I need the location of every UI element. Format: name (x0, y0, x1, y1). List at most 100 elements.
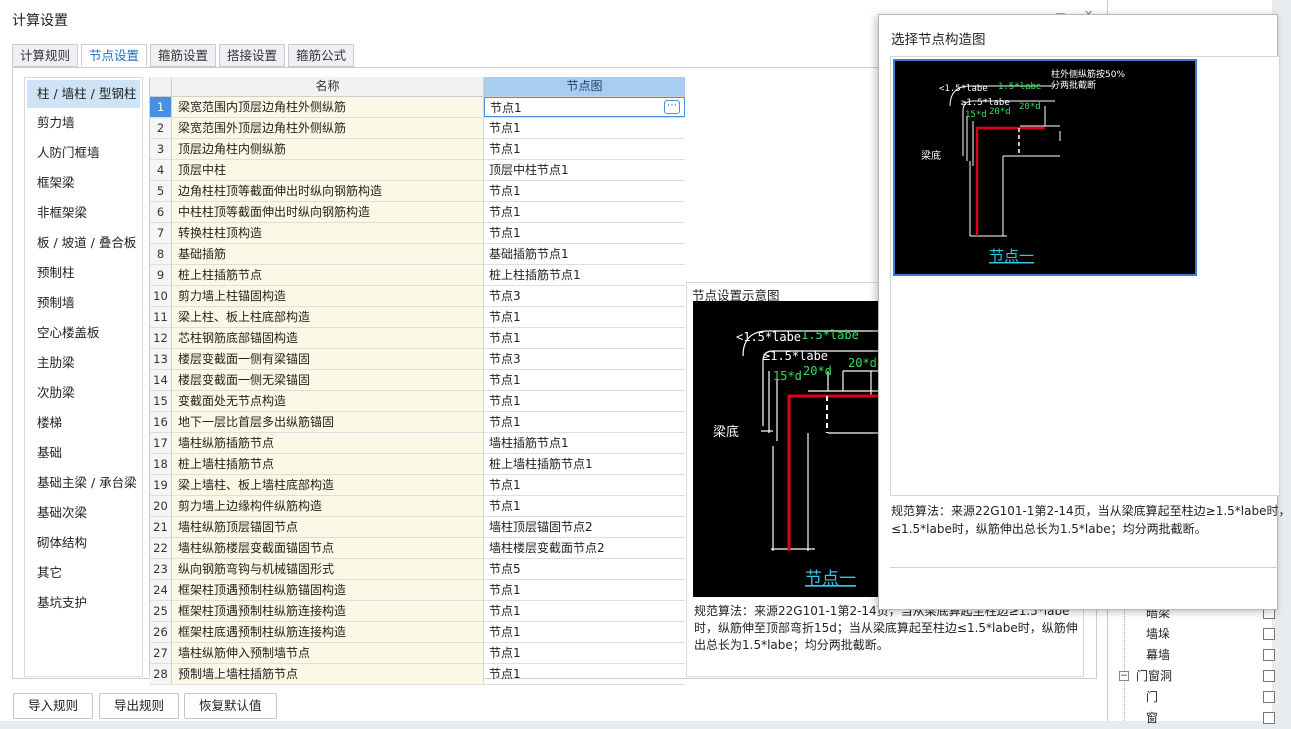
row-node-cell[interactable]: 节点1 (484, 391, 685, 411)
tree-item[interactable]: 墙垛 (1108, 624, 1275, 645)
row-number[interactable]: 9 (150, 265, 172, 285)
tree-item[interactable]: 门 (1108, 687, 1275, 708)
row-number[interactable]: 6 (150, 202, 172, 222)
row-node-cell[interactable]: 节点1 (484, 601, 685, 621)
row-node-cell[interactable]: 节点1 (484, 496, 685, 516)
sidebar-item[interactable]: 空心楼盖板 (37, 325, 100, 340)
row-number[interactable]: 16 (150, 412, 172, 432)
sidebar-item[interactable]: 预制柱 (37, 265, 75, 280)
sidebar-item[interactable]: 基坑支护 (37, 595, 88, 610)
row-node-cell[interactable]: 节点1 (484, 223, 685, 243)
row-node-cell[interactable]: 墙柱顶层锚固节点2 (484, 517, 685, 537)
row-node-cell[interactable]: 节点5 (484, 559, 685, 579)
row-number[interactable]: 2 (150, 118, 172, 138)
sidebar-item[interactable]: 剪力墙 (37, 115, 75, 130)
row-node-cell[interactable]: 节点1 (484, 181, 685, 201)
row-node-cell[interactable]: 节点1 (484, 664, 685, 684)
sidebar-item[interactable]: 非框架梁 (37, 205, 88, 220)
row-node-cell[interactable]: 节点1 (484, 370, 685, 390)
sidebar-item[interactable]: 人防门框墙 (37, 145, 100, 160)
row-number[interactable]: 24 (150, 580, 172, 600)
row-node-cell[interactable]: 墙柱插筋节点1 (484, 433, 685, 453)
sidebar-item[interactable]: 板 / 坡道 / 叠合板 (37, 235, 137, 250)
sidebar-item[interactable]: 次肋梁 (37, 385, 75, 400)
row-number[interactable]: 22 (150, 538, 172, 558)
row-node-cell[interactable]: 节点1 (484, 580, 685, 600)
tree-item-checkbox[interactable] (1263, 670, 1275, 682)
tab-stirrup-formula[interactable]: 箍筋公式 (288, 44, 355, 67)
row-node-cell[interactable]: 节点1 (484, 139, 685, 159)
sidebar-item[interactable]: 柱 / 墙柱 / 型钢柱 (27, 80, 140, 108)
row-node-cell[interactable]: 桩上柱插筋节点1 (484, 265, 685, 285)
sidebar-item[interactable]: 框架梁 (37, 175, 75, 190)
import-rules-button[interactable]: 导入规则 (13, 693, 94, 719)
sidebar-item[interactable]: 基础主梁 / 承台梁 (37, 475, 137, 490)
row-number[interactable]: 21 (150, 517, 172, 537)
row-number[interactable]: 17 (150, 433, 172, 453)
tree-item[interactable]: −门窗洞 (1108, 666, 1275, 687)
row-number[interactable]: 11 (150, 307, 172, 327)
row-number[interactable]: 18 (150, 454, 172, 474)
grid-header-name[interactable]: 名称 (172, 77, 484, 96)
row-node-cell[interactable]: 节点1 (484, 328, 685, 348)
tab-stirrup-settings[interactable]: 箍筋设置 (150, 44, 217, 67)
row-number[interactable]: 20 (150, 496, 172, 516)
row-node-cell[interactable]: 节点1 (484, 622, 685, 642)
row-number[interactable]: 5 (150, 181, 172, 201)
row-node-cell[interactable]: 节点1 (484, 412, 685, 432)
sidebar-item[interactable]: 基础次梁 (37, 505, 88, 520)
row-node-cell[interactable]: 节点1 (484, 118, 685, 138)
row-number[interactable]: 1 (150, 97, 172, 117)
tab-calc-rules[interactable]: 计算规则 (12, 44, 79, 67)
row-number[interactable]: 3 (150, 139, 172, 159)
sidebar-item[interactable]: 主肋梁 (37, 355, 75, 370)
more-options-button[interactable]: ⋯ (664, 100, 680, 114)
tree-item-checkbox[interactable] (1263, 649, 1275, 661)
row-node-cell[interactable]: 节点3 (484, 286, 685, 306)
row-node-cell[interactable]: 墙柱楼层变截面节点2 (484, 538, 685, 558)
tree-item-checkbox[interactable] (1263, 628, 1275, 640)
tab-lap-settings[interactable]: 搭接设置 (219, 44, 286, 67)
row-number[interactable]: 10 (150, 286, 172, 306)
row-number[interactable]: 27 (150, 643, 172, 663)
row-node-cell[interactable]: 节点1 (484, 643, 685, 663)
tree-item-checkbox[interactable] (1263, 712, 1275, 724)
sidebar-item[interactable]: 基础 (37, 445, 63, 460)
row-number[interactable]: 12 (150, 328, 172, 348)
row-number[interactable]: 8 (150, 244, 172, 264)
row-number[interactable]: 28 (150, 664, 172, 684)
row-number[interactable]: 13 (150, 349, 172, 369)
collapse-icon[interactable]: − (1119, 671, 1129, 681)
row-number[interactable]: 23 (150, 559, 172, 579)
tab-node-settings[interactable]: 节点设置 (81, 44, 148, 67)
row-number[interactable]: 25 (150, 601, 172, 621)
row-node-cell[interactable]: 节点1⋯ (484, 97, 685, 117)
restore-defaults-button[interactable]: 恢复默认值 (184, 693, 277, 719)
row-number[interactable]: 15 (150, 391, 172, 411)
row-number[interactable]: 7 (150, 223, 172, 243)
row-node-cell[interactable]: 顶层中柱节点1 (484, 160, 685, 180)
row-node-cell[interactable]: 基础插筋节点1 (484, 244, 685, 264)
row-number[interactable]: 4 (150, 160, 172, 180)
tree-item[interactable]: 幕墙 (1108, 645, 1275, 666)
